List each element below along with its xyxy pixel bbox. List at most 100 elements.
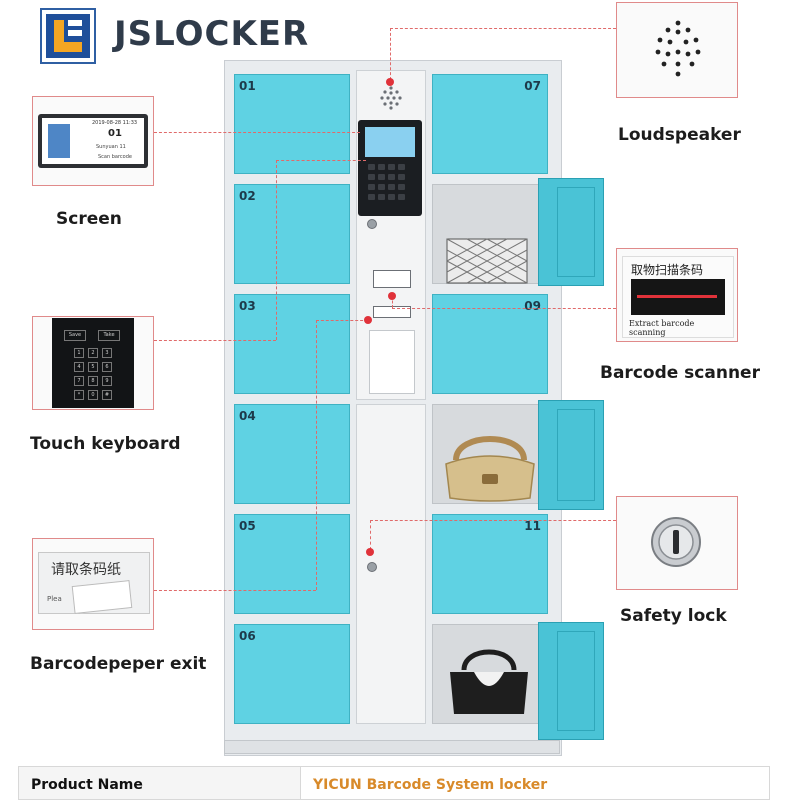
panel-key[interactable] [388,164,395,170]
cabinet-base [224,740,560,754]
panel-key[interactable] [398,194,405,200]
spec-name-cell: Product Name [19,767,301,799]
keyboard-key: 6 [102,362,112,372]
panel-key[interactable] [378,194,385,200]
screen-label: Screen [56,209,122,229]
scanner-preview: 取物扫描条码 Extract barcode scanning [622,256,734,338]
panel-key[interactable] [388,194,395,200]
lock-connector [370,520,616,521]
paper-ticket [71,580,133,614]
keyboard-key: 5 [88,362,98,372]
screen-connector [154,132,360,133]
keyboard-preview: Save Take 1 2 3 4 5 6 7 8 9 * 0 # [52,318,134,408]
spec-value-cell: YICUN Barcode System locker [313,777,548,793]
keyboard-connector [154,340,276,341]
keyboard-key: Save [64,330,86,341]
keyboard-key: 2 [88,348,98,358]
door-number: 06 [239,629,256,643]
panel-key[interactable] [368,164,375,170]
door-number: 05 [239,519,256,533]
panel-key[interactable] [378,164,385,170]
panel-key[interactable] [368,174,375,180]
panel-key[interactable] [368,194,375,200]
scanner-label: Barcode scanner [600,363,760,383]
bag-icon [446,238,528,284]
open-locker-door[interactable] [538,178,604,286]
instruction-sticker [369,330,415,394]
open-locker-door[interactable] [538,400,604,510]
keyboard-key: 1 [74,348,84,358]
panel-key[interactable] [378,174,385,180]
handbag-icon [450,649,528,714]
door-number: 03 [239,299,256,313]
control-panel-screen[interactable] [365,127,415,157]
door-number: 07 [524,79,541,93]
scanner-en-text: Extract barcode scanning [629,319,695,337]
paper-connector [316,320,317,590]
door-number: 01 [239,79,256,93]
locker-door[interactable]: 05 [234,514,350,614]
locker-door[interactable]: 07 [432,74,548,174]
open-locker-door[interactable] [538,622,604,740]
keyboard-key: * [74,390,84,400]
center-lock-icon [367,219,377,229]
scanner-laser [637,295,717,298]
keyboard-key: 9 [102,376,112,386]
panel-key[interactable] [368,184,375,190]
paper-exit-en-text: Plea [47,595,62,603]
panel-key[interactable] [388,174,395,180]
speaker-connector [390,28,616,29]
speaker-icon [655,20,701,77]
screen-display: 2019-08-28 11:33 01 Sunyuan 11 Scan barc… [42,118,144,164]
locker-illustration-icon [48,124,70,158]
door-number: 04 [239,409,256,423]
locker-door[interactable]: 02 [234,184,350,284]
panel-key[interactable] [398,174,405,180]
screen-counter: 01 [108,128,122,139]
keyboard-key: # [102,390,112,400]
spec-table: Product Name YICUN Barcode System locker [18,766,770,800]
panel-key[interactable] [388,184,395,190]
brand-name: JSLOCKER [114,14,310,54]
keyboard-key: 0 [88,390,98,400]
paper-exit-label: Barcodepeper exit [30,654,207,674]
panel-key[interactable] [398,184,405,190]
door-number: 02 [239,189,256,203]
cabinet-speaker-icon [380,86,402,110]
keyboard-key: 7 [74,376,84,386]
keyboard-connector [276,160,277,340]
handbag-icon [445,436,535,502]
brand-logo: JSLOCKER [40,8,330,64]
locker-door[interactable]: 11 [432,514,548,614]
screen-line2: Scan barcode [98,154,132,160]
speaker-connector-dot [386,78,394,86]
safety-lock-icon [651,517,701,567]
speaker-connector [390,28,391,80]
screen-preview: 2019-08-28 11:33 01 Sunyuan 11 Scan barc… [38,114,148,168]
locker-door[interactable]: 04 [234,404,350,504]
paper-connector [154,590,316,591]
door-number: 11 [524,519,541,533]
panel-key[interactable] [398,164,405,170]
screen-line1: Sunyuan 11 [96,144,126,150]
keyboard-label: Touch keyboard [30,434,181,454]
locker-door[interactable]: 06 [234,624,350,724]
center-lock-icon [367,562,377,572]
panel-key[interactable] [378,184,385,190]
lock-label: Safety lock [620,606,727,626]
speaker-label: Loudspeaker [618,125,741,145]
paper-connector [316,320,368,321]
paper-exit-cn-text: 请取条码纸 [51,562,121,578]
keyboard-key: Take [98,330,120,341]
scanner-window [631,279,725,315]
lock-connector-dot [366,548,374,556]
cabinet-barcode-scanner [373,270,411,288]
keyboard-key: 3 [102,348,112,358]
locker-door[interactable]: 01 [234,74,350,174]
locker-door[interactable]: 09 [432,294,548,394]
lock-connector [370,520,371,550]
paper-connector-dot [364,316,372,324]
keyboard-key: 8 [88,376,98,386]
brand-logo-icon [40,8,96,64]
locker-door[interactable]: 03 [234,294,350,394]
